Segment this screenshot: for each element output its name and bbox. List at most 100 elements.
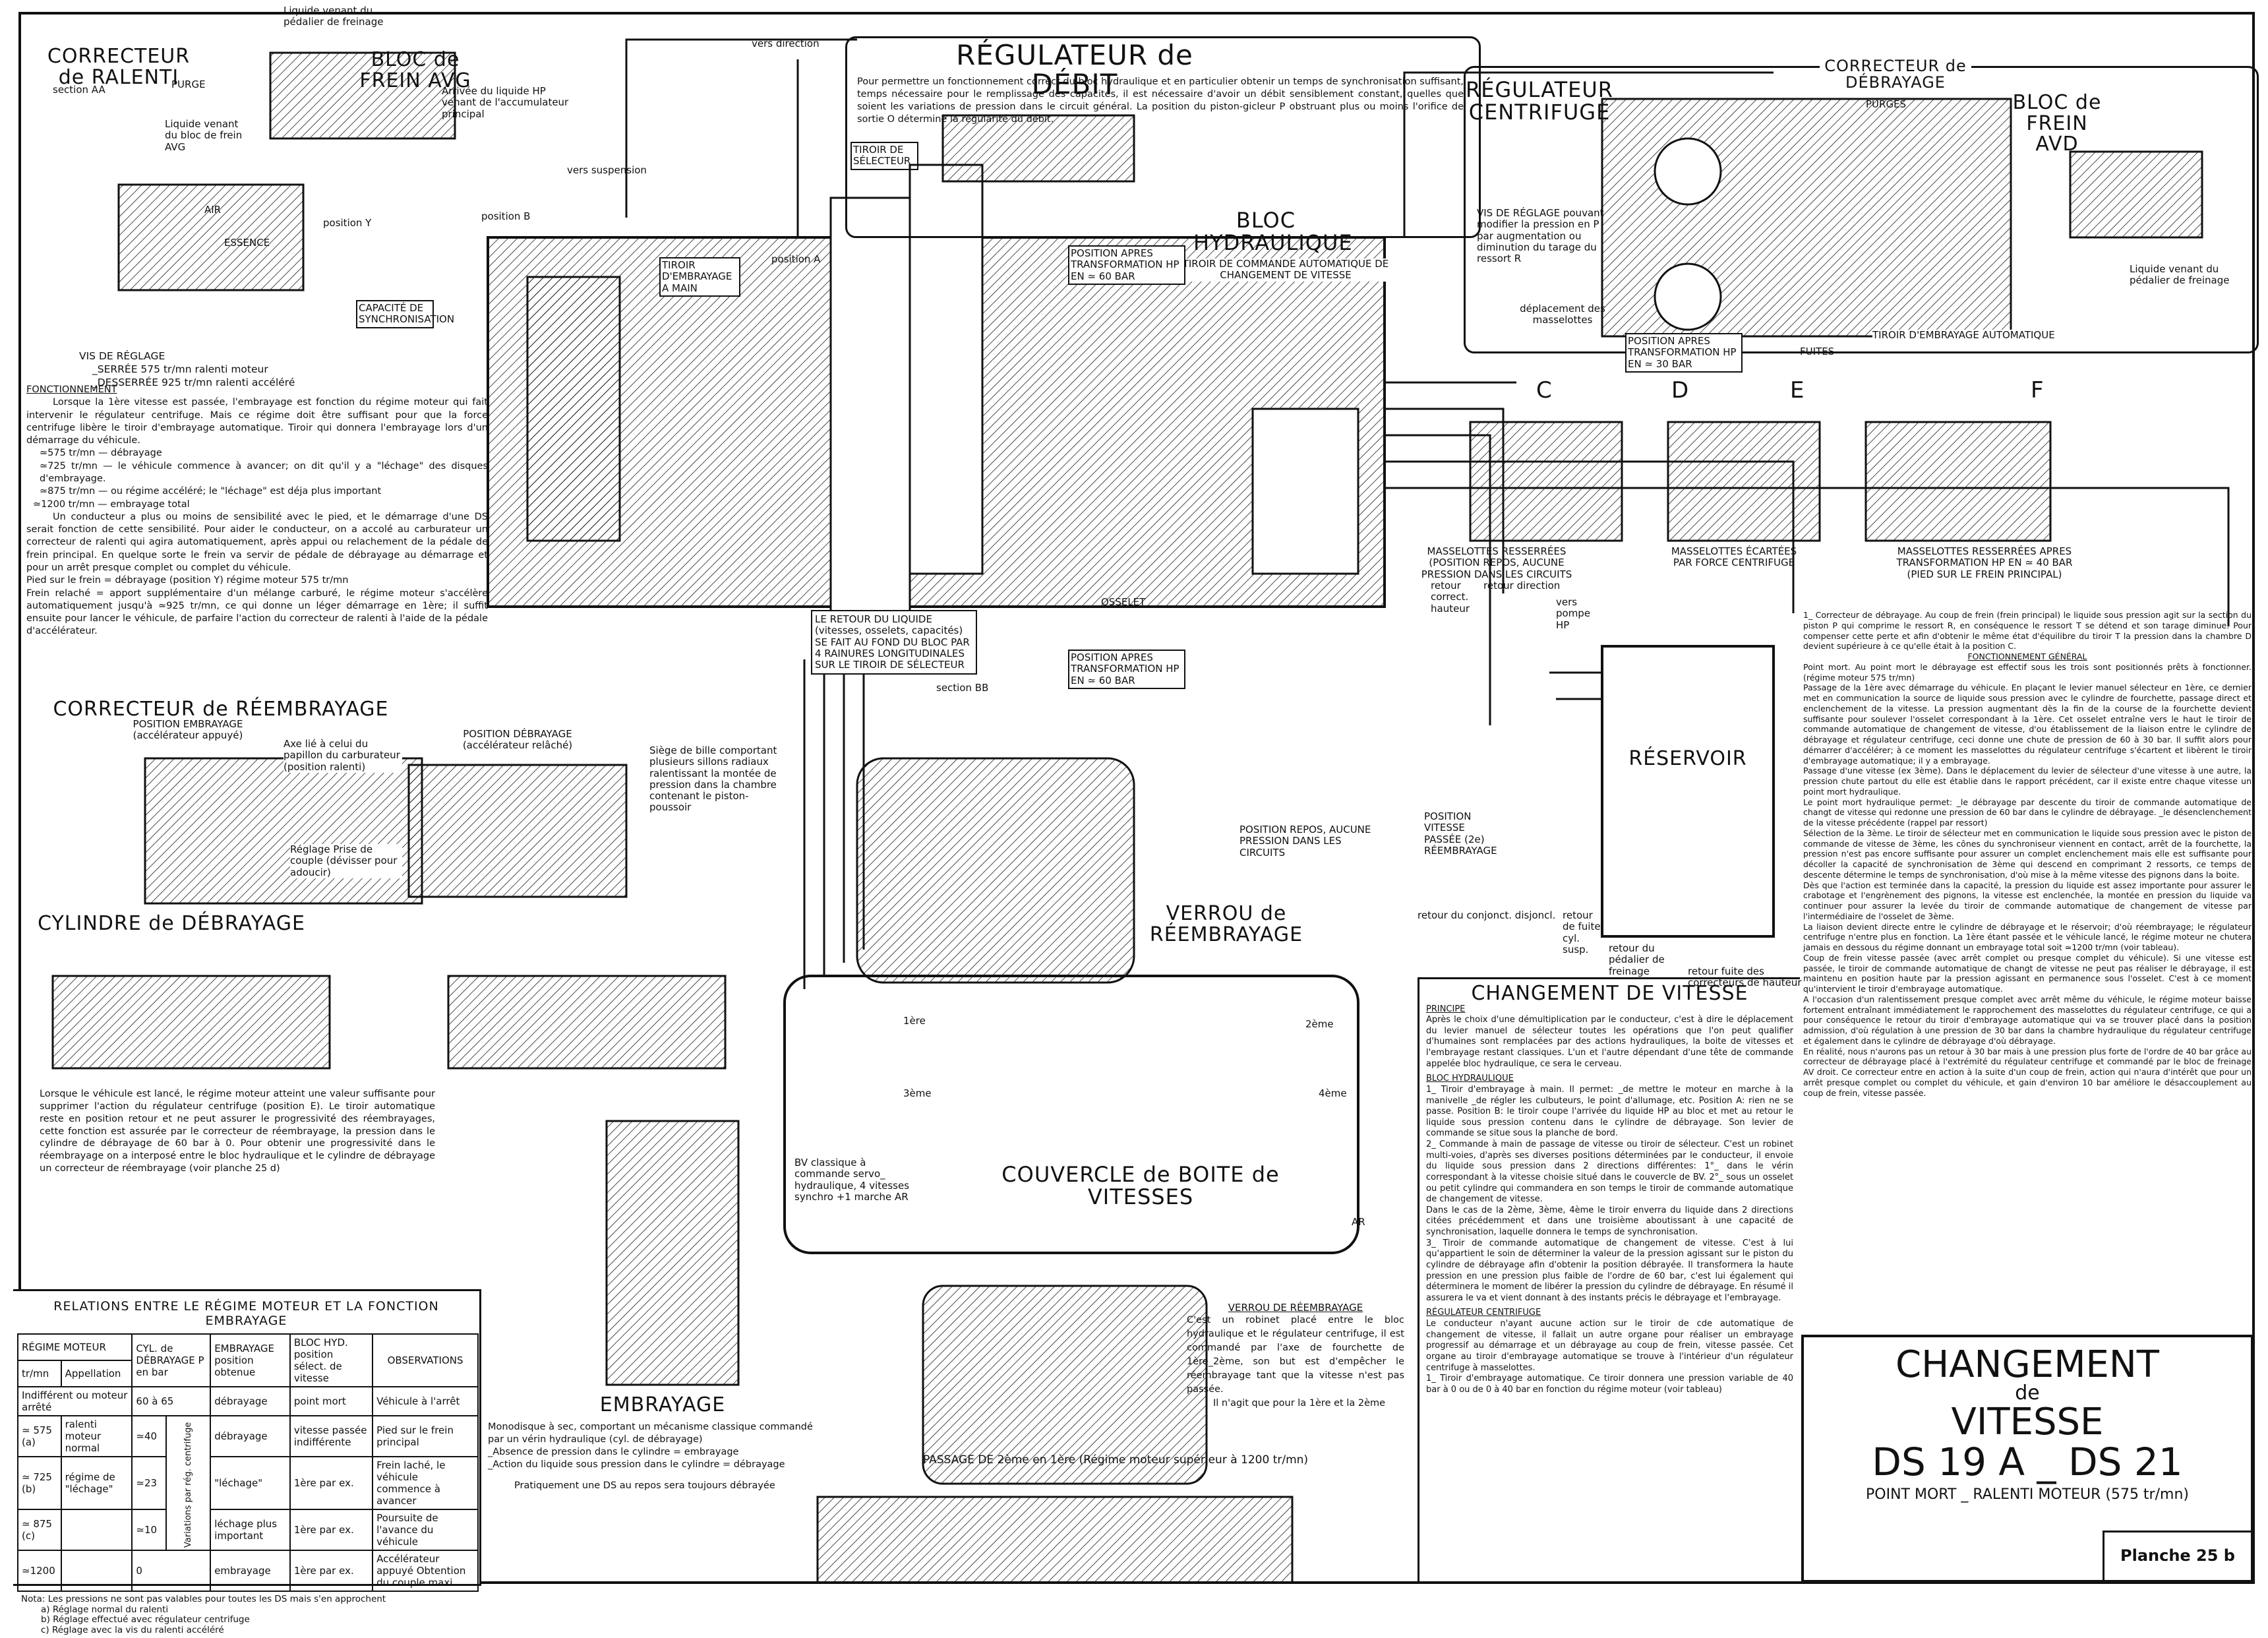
cell-pressure: ≃10 [131, 1509, 167, 1551]
cell-observation: Pied sur le frein principal [372, 1415, 479, 1457]
regulateur-centrifuge-title: RÉGULATEUR CENTRIFUGE [1465, 77, 1614, 125]
correcteur-ralenti-title: CORRECTEUR de RALENTI [47, 45, 191, 89]
right-column: 1_ Correcteur de débrayage. Au coup de f… [1803, 610, 2252, 1098]
table-row: ≃ 725 (b) régime de "léchage" ≃23 "lécha… [17, 1456, 479, 1510]
principe-title: PRINCIPE [1426, 1004, 1466, 1014]
air-label: AIR [204, 204, 222, 216]
bloc-hydraulique-title: BLOC HYDRAULIQUE [1193, 208, 1353, 255]
section-aa-label: section AA [53, 84, 105, 96]
vers-suspension-label: vers suspension [567, 164, 647, 176]
regcentr-item: 1_ Tiroir d'embrayage automatique. Ce ti… [1426, 1374, 1793, 1395]
cell-appellation: ralenti moteur normal [60, 1415, 133, 1457]
position-a-label: position A [771, 253, 821, 265]
regulateur-debit-body [941, 114, 1135, 183]
cell-embrayage: "léchage" [210, 1456, 291, 1510]
cell-rpm: ≃ 875 (c) [17, 1509, 62, 1551]
regcentr-text: Le conducteur n'ayant aucune action sur … [1426, 1319, 1793, 1373]
cell-pressure: ≃23 [131, 1456, 167, 1510]
vers-direction-label: vers direction [752, 38, 820, 49]
cell-bloc: 1ère par ex. [289, 1456, 374, 1510]
detail-e-label: E [1790, 377, 1805, 404]
cell-observation: Accélérateur appuyé Obtention du couple … [372, 1550, 479, 1592]
position-repos-label: POSITION REPOS, AUCUNE PRESSION DANS LES… [1239, 824, 1371, 859]
verrou-reembrayage-title: VERROU de RÉEMBRAYAGE [1149, 902, 1303, 946]
verrou-note: Il n'agit que pour la 1ère et la 2ème [1213, 1398, 1386, 1409]
cell-embrayage: embrayage [210, 1550, 291, 1592]
right-col-10: Coup de frein vitesse passée (avec arrêt… [1803, 952, 2252, 994]
position-vitesse-label: POSITION VITESSE PASSÉE (2e) RÉEMBRAYAGE [1424, 810, 1497, 857]
reservoir-body [1601, 645, 1775, 938]
table-row: ≃ 875 (c) ≃10 léchage plus important 1èr… [17, 1509, 479, 1551]
correcteur-reembrayage-title: CORRECTEUR de RÉEMBRAYAGE [53, 698, 389, 721]
right-col-2: FONCTIONNEMENT GÉNÉRAL [1967, 652, 2087, 661]
retour-conjonct-label: retour du conjonct. disjoncl. [1418, 909, 1556, 921]
cylindre-debrayage-title: CYLINDRE de DÉBRAYAGE [38, 912, 305, 935]
title-line-3: VITESSE [1951, 1401, 2104, 1443]
masselottes-f-label: MASSELOTTES RESSERRÉES APRES TRANSFORMAT… [1896, 545, 2073, 580]
title-line-2: de [2015, 1381, 2040, 1405]
regulateur-debit-title: RÉGULATEUR de DÉBIT [956, 39, 1193, 101]
verrou-text-title: VERROU DE RÉEMBRAYAGE [1228, 1302, 1363, 1314]
tiroir-selecteur-label: TIROIR DE SÉLECTEUR [850, 142, 918, 170]
right-col-6: Le point mort hydraulique permet: _le dé… [1803, 797, 2252, 828]
retour-liquide-label: LE RETOUR DU LIQUIDE (vitesses, osselets… [811, 610, 977, 675]
bloc-item-2: 2_ Commande à main de passage de vitesse… [1426, 1139, 1793, 1205]
right-col-1: 1_ Correcteur de débrayage. Au coup de f… [1803, 610, 2252, 652]
gear-ar-label: AR [1352, 1216, 1365, 1228]
regulateur-debit-panel [845, 36, 1481, 238]
schematic-drawing [51, 38, 2230, 1584]
cell-rpm: ≃ 575 (a) [17, 1415, 62, 1457]
osselet-label: OSSELET [1101, 596, 1146, 608]
correcteur-debrayage-title: CORRECTEUR de DÉBRAYAGE [1820, 57, 1971, 92]
cell-observation: Véhicule à l'arrêt [372, 1386, 479, 1416]
bloc-item-4: 3_ Tiroir de commande automatique de cha… [1426, 1238, 1793, 1303]
fonctionnement-725: ≃725 tr/mn — le véhicule commence à avan… [40, 460, 488, 484]
cell-bloc: vitesse passée indifférente [289, 1415, 374, 1457]
embrayage-item-2: _Action du liquide sous pression dans le… [488, 1459, 785, 1470]
variations-label: Variations par rég. centrifuge [165, 1416, 211, 1550]
cell-embrayage: débrayage [210, 1386, 291, 1416]
cell-rpm: Indifférent ou moteur arrêté [16, 1386, 133, 1416]
cell-appellation: régime de "léchage" [60, 1456, 133, 1510]
cell-embrayage: léchage plus important [210, 1509, 291, 1551]
detail-f-label: F [2031, 377, 2044, 404]
table-row: ≃1200 0 embrayage 1ère par ex. Accélérat… [17, 1550, 479, 1592]
cell-bloc: point mort [289, 1386, 374, 1416]
embrayage-text: Monodisque à sec, comportant un mécanism… [488, 1422, 813, 1445]
embrayage-title: EMBRAYAGE [599, 1393, 726, 1416]
planche-number: Planche 25 b [2103, 1531, 2251, 1580]
header-appellation: Appellation [60, 1360, 133, 1387]
right-col-8: Dès que l'action est terminée dans la ca… [1803, 880, 2252, 921]
couvercle-title: COUVERCLE de BOITE de VITESSES [1001, 1162, 1280, 1209]
embrayage-note: Pratiquement une DS au repos sera toujou… [514, 1480, 775, 1492]
position-y-label: position Y [323, 217, 372, 229]
deplacement-masselottes-label: déplacement des masselottes [1520, 303, 1605, 326]
position-embrayage-label: POSITION EMBRAYAGE (accélérateur appuyé) [133, 718, 243, 742]
retour-direction-label: retour direction [1483, 580, 1561, 592]
vis-reglage-desserree: _DESSERRÉE 925 tr/mn ralenti accéléré [92, 377, 295, 389]
position-b-label: position B [481, 210, 531, 222]
header-regime: RÉGIME MOTEUR [16, 1333, 133, 1361]
table-row: Indifférent ou moteur arrêté 60 à 65 déb… [16, 1386, 479, 1416]
essence-label: ESSENCE [224, 237, 270, 249]
title-line-1: CHANGEMENT [1895, 1343, 2159, 1386]
vis-reglage-block: VIS DE RÉGLAGE _SERRÉE 575 tr/mn ralenti… [40, 349, 295, 389]
liquide-pedalier-label: Liquide venant du pédalier de freinage [284, 5, 384, 28]
right-col-12: En réalité, nous n'aurons pas un retour … [1803, 1046, 2252, 1098]
bloc-text-title: BLOC HYDRAULIQUE [1426, 1074, 1514, 1084]
retour-pedalier-label: retour du pédalier de freinage [1609, 942, 1665, 977]
cell-observation: Poursuite de l'avance du véhicule [372, 1509, 479, 1551]
nota-b: b) Réglage effectué avec régulateur cent… [41, 1614, 250, 1625]
cell-observation: Frein laché, le véhicule commence à avan… [372, 1456, 479, 1510]
verrou-block: VERROU DE RÉEMBRAYAGE C'est un robinet p… [1187, 1302, 1404, 1410]
cell-appellation [60, 1509, 133, 1551]
fonctionnement-frein: Frein relaché = apport supplémentaire d'… [26, 588, 488, 637]
fuites-label: FUITES [1800, 346, 1835, 357]
nota-c: c) Réglage avec la vis du ralenti accélé… [41, 1624, 224, 1635]
capacite-label: CAPACITÉ DE SYNCHRONISATION [356, 300, 454, 328]
tiroir-embrayage-main-label: TIROIR D'EMBRAYAGE A MAIN [659, 257, 740, 297]
couvercle-body [783, 975, 1359, 1254]
right-col-9: La liaison devient directe entre le cyli… [1803, 921, 2252, 953]
nota-line: Nota: Les pressions ne sont pas valables… [21, 1594, 386, 1604]
bloc-item-1: 1_ Tiroir d'embrayage à main. Il permet:… [1426, 1084, 1793, 1139]
